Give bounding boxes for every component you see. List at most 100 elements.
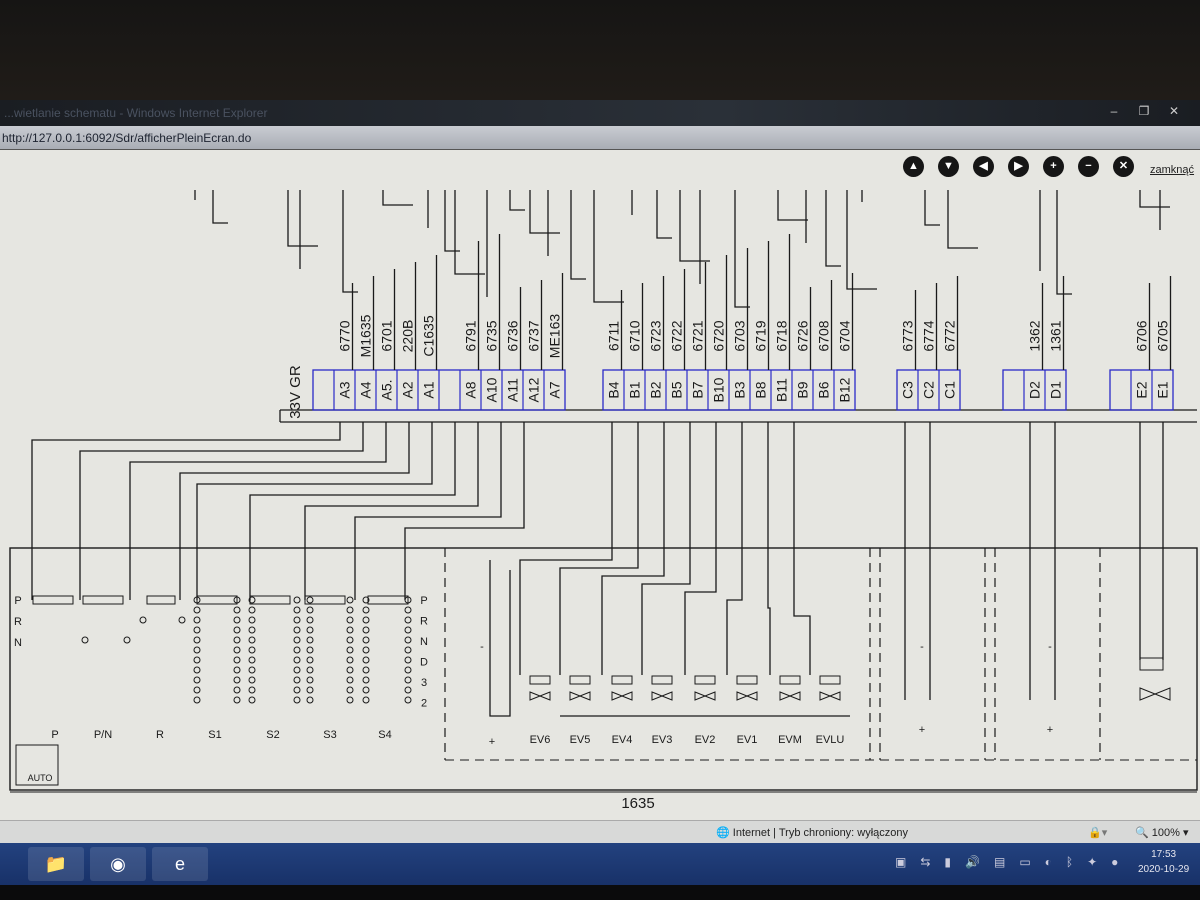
contact-dot	[293, 676, 301, 684]
wire-top	[846, 190, 877, 290]
media-taskbar-icon[interactable]: ◉	[90, 847, 146, 881]
wire-label: 6704	[837, 320, 853, 351]
wire-down	[726, 422, 743, 675]
app-tray-icon[interactable]: ◐	[1044, 855, 1052, 869]
wire-label: 6772	[942, 320, 958, 351]
contact-dot	[404, 606, 412, 614]
pin-label: B11	[774, 378, 790, 402]
contact-dot	[362, 636, 370, 644]
contact-dot	[346, 686, 354, 694]
wire-top	[924, 190, 940, 226]
close-link[interactable]: zamknąć	[1150, 164, 1195, 176]
contact-dot	[404, 696, 412, 704]
wire-top	[287, 190, 318, 247]
wire-label: 6726	[795, 320, 811, 351]
wire-down	[641, 422, 691, 675]
battery-icon[interactable]: ▮	[944, 855, 952, 869]
wire-down	[249, 422, 456, 600]
status-bar: 🌐 Internet | Tryb chroniony: wyłączony 🔒…	[0, 820, 1200, 843]
tray-icon[interactable]: ▣	[895, 855, 907, 869]
wire-down	[304, 422, 479, 600]
wire-label: 6720	[711, 320, 727, 351]
contact-dot	[233, 616, 241, 624]
zoom-out-button[interactable]: −	[1078, 156, 1099, 177]
solenoid-icon	[651, 675, 673, 685]
contact-dot	[362, 646, 370, 654]
contact-dot	[293, 696, 301, 704]
wire-top	[212, 190, 228, 224]
contact-dot	[178, 616, 186, 624]
contact-dot	[293, 596, 301, 604]
minimize-button[interactable]: –	[1110, 104, 1118, 118]
contact-dot	[248, 646, 256, 654]
url-text[interactable]: http://127.0.0.1:6092/Sdr/afficherPleinE…	[2, 131, 252, 145]
solenoid-icon	[611, 675, 633, 685]
pan-left-button[interactable]: ◀	[973, 156, 994, 177]
pin-label: B8	[753, 381, 769, 398]
row-label: N	[14, 637, 22, 649]
solenoid-icon	[529, 675, 551, 685]
ie-taskbar-icon[interactable]: e	[152, 847, 208, 881]
valve-label: EVM	[778, 734, 802, 746]
contact-dot	[404, 646, 412, 654]
clock[interactable]: 17:53 2020-10-29	[1138, 847, 1189, 877]
wire-label: 6791	[463, 320, 479, 351]
contact-dot	[362, 596, 370, 604]
contact-dot	[362, 606, 370, 614]
volume-icon[interactable]: 🔊	[965, 855, 980, 869]
security-zone: 🌐 Internet | Tryb chroniony: wyłączony	[716, 827, 909, 839]
wire-down	[354, 422, 502, 600]
explorer-taskbar-icon[interactable]: 📁	[28, 847, 84, 881]
contact-dot	[306, 616, 314, 624]
switch-label: S1	[208, 729, 221, 741]
pan-right-button[interactable]: ▶	[1008, 156, 1029, 177]
wire-top	[342, 190, 358, 293]
wire-down	[404, 422, 525, 600]
contact-bar	[32, 595, 74, 605]
contact-dot	[293, 646, 301, 654]
address-bar[interactable]: http://127.0.0.1:6092/Sdr/afficherPleinE…	[0, 126, 1200, 150]
bluetooth-icon[interactable]: ᛒ	[1065, 855, 1074, 869]
window-titlebar: ...wietlanie schematu - Windows Internet…	[0, 100, 1200, 126]
contact-dot	[233, 636, 241, 644]
wire-down	[179, 422, 410, 600]
contact-dot	[306, 606, 314, 614]
pin-label: E1	[1155, 381, 1171, 398]
wire-top	[444, 190, 460, 252]
pan-down-button[interactable]: ▼	[938, 156, 959, 177]
wire-label: 1361	[1048, 320, 1064, 351]
auto-label: AUTO	[28, 773, 53, 783]
contact-dot	[362, 666, 370, 674]
valve-icon	[819, 691, 841, 701]
wire-label: 6722	[669, 320, 685, 351]
status-tray-icon[interactable]: ●	[1111, 855, 1119, 869]
wire-top	[825, 190, 841, 267]
zoom-level[interactable]: 🔍 100% ▾	[1135, 827, 1189, 839]
wire-down	[31, 422, 341, 600]
contact-dot	[193, 636, 201, 644]
pin-label: B4	[606, 381, 622, 398]
display-icon[interactable]: ▤	[993, 855, 1006, 869]
wire-label: 6736	[505, 320, 521, 351]
fit-view-button[interactable]: ✕	[1113, 156, 1134, 177]
restore-button[interactable]: ❐	[1138, 104, 1150, 118]
switch-label: P/N	[94, 729, 112, 741]
close-window-button[interactable]: ✕	[1168, 104, 1180, 118]
contact-dot	[346, 656, 354, 664]
protected-mode-icon[interactable]: 🔒▾	[1088, 827, 1108, 839]
pan-up-button[interactable]: ▲	[903, 156, 924, 177]
touchpad-icon[interactable]: ▭	[1019, 855, 1031, 869]
contact-dot	[362, 676, 370, 684]
solenoid-icon	[779, 675, 801, 685]
wire-top	[529, 190, 560, 234]
contact-dot	[123, 636, 131, 644]
pin-label: A12	[526, 377, 542, 402]
wire-down	[684, 422, 717, 675]
zoom-in-button[interactable]: +	[1043, 156, 1064, 177]
minus-sign: -	[480, 641, 484, 653]
update-icon[interactable]: ✦	[1087, 855, 1098, 869]
pin-label: B2	[648, 381, 664, 398]
network-icon[interactable]: ⇆	[920, 855, 931, 869]
contact-dot	[293, 616, 301, 624]
pin-label: C3	[900, 381, 916, 399]
